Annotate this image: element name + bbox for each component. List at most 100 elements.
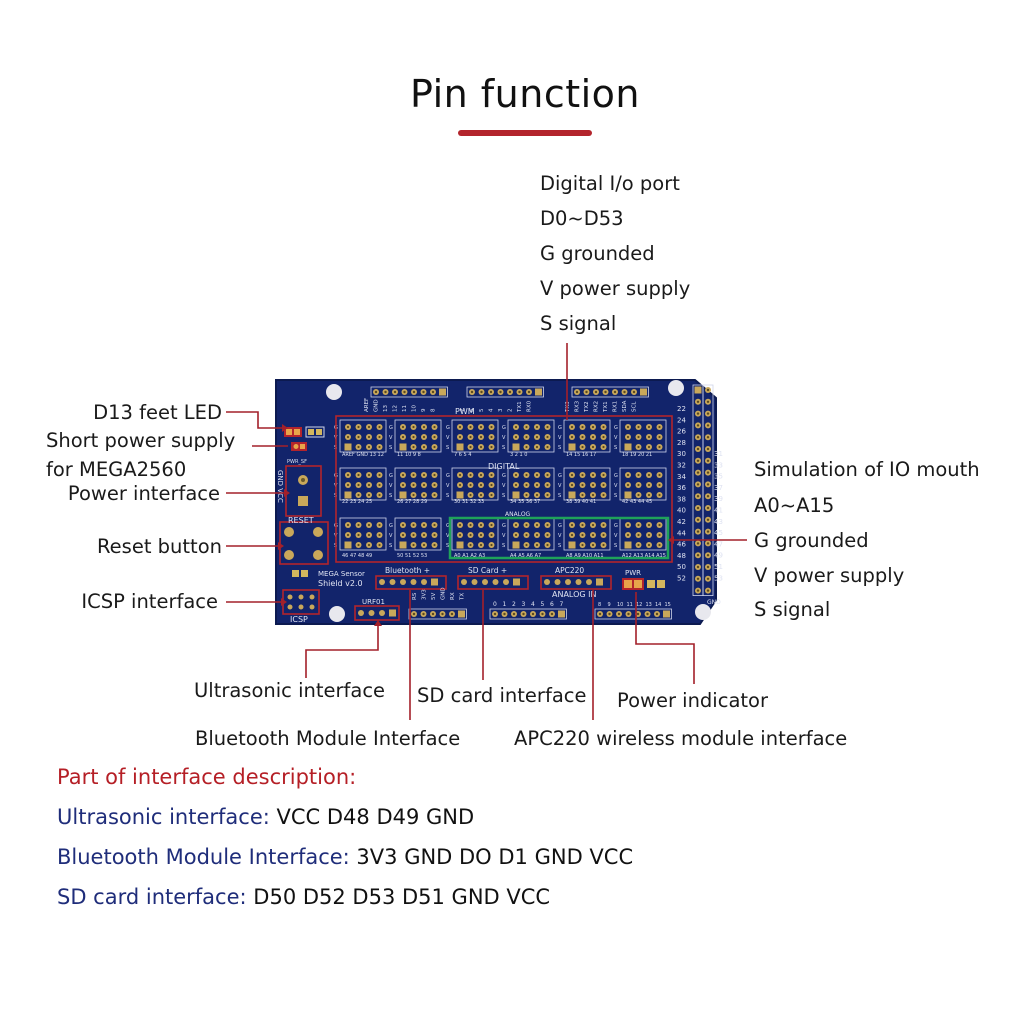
pin-hole [706,495,710,498]
pin-hole [602,425,605,429]
pin-hole [604,390,607,394]
header-outline [489,608,567,620]
pin-hole [367,543,371,547]
pin-hole [581,533,584,537]
gvs-row-label: V [446,483,450,489]
pin-hole [490,445,493,449]
pin-hole [490,483,493,487]
board-label-icsp: ICSP [290,615,308,624]
pin-pad-square [399,541,407,549]
pin-pad-square [344,541,352,549]
pin-pad [379,579,385,585]
gvs-row-label: S [614,493,617,499]
pin-number-label: 4 [531,601,535,608]
gvs-pin-blocks: GVSGVSGVSGVSGVSGVSGVSGVSGVSGVSGVSGVSGVSG… [334,419,667,551]
pin-hole [623,390,626,394]
pin-hole [696,436,700,439]
pin-number-label: 7 [560,601,564,608]
pin-number-label: 40 [677,507,686,515]
callout-short-power-2: for MEGA2560 [46,458,187,481]
gvs-row-label: V [389,533,393,539]
pin-hole [357,445,360,449]
pin-hole [658,473,661,477]
sd-card-header [457,575,529,590]
pin-hole [367,523,371,527]
header-outline [702,384,714,597]
pin-hole [637,543,640,547]
pin-hole [433,435,436,439]
pin-hole [357,483,360,487]
pin-number-label: 49 [714,552,723,560]
pin-hole [591,435,595,439]
pin-hole [378,435,381,439]
pin-pad [554,579,561,585]
pin-hole [393,390,397,394]
pin-hole [525,523,528,527]
pin-hole [626,523,630,527]
pin-hole [357,543,360,547]
pin-hole [357,435,360,439]
pin-number-label: 3V3 [422,589,428,600]
pin-hole [602,523,605,527]
pin-hole [546,533,549,537]
pin-pad-square [431,578,438,586]
pin-number-label: RX [450,592,456,600]
pin-hole [602,435,605,439]
bluetooth-header [375,575,447,590]
pin-hole [469,425,472,429]
pin-hole [479,435,483,439]
pin-number-label: 12 [393,405,399,412]
pin-hole [367,425,371,429]
callout-analog-title: Simulation of IO mouth [754,458,980,481]
pin-hole [401,523,405,527]
pin-number-label: 15 [665,602,671,608]
header-outline [594,608,672,620]
pin-number-label: 13 [383,405,389,412]
pin-hole [535,493,539,497]
pin-pad-square [568,491,576,499]
pin-hole [367,533,371,537]
gvs-row-label: G [558,523,562,529]
pin-hole [357,473,360,477]
pin-number-label: TX1 [603,401,609,413]
pin-pad-square [458,610,465,618]
mounting-hole [695,604,711,620]
pin-number-label: 8 [431,408,437,412]
pin-hole [696,471,700,474]
pin-hole [706,565,710,569]
pin-number-label: 0 [493,601,497,608]
pin-hole [431,390,435,394]
gvs-row-label: V [502,435,506,441]
pin-hole [469,493,472,497]
pin-hole [546,493,549,497]
pin-number-label: 28 [677,439,686,447]
pin-hole [546,473,549,477]
mounting-hole [668,380,684,396]
pin-number-label: RX3 [575,400,581,412]
pin-number-label: 14 15 16 17 [566,452,596,458]
arrowhead [281,598,287,606]
pin-hole [591,533,595,537]
pin-number-label: 5V [431,593,437,600]
pin-hole [706,577,710,580]
gvs-row-label: S [502,445,505,451]
pin-hole [470,390,474,394]
pin-hole [535,473,539,477]
pin-number-label: 1 [503,601,507,608]
pin-hole [696,506,700,510]
pin-number-label: 26 27 28 29 [397,499,427,505]
pin-hole [514,483,518,487]
gvs-row-label: G [502,473,506,479]
pin-pad-square [456,491,464,499]
pin-hole [525,473,528,477]
pin-hole [626,425,630,429]
pin-number-label: AREF GND 13 12 [342,452,384,458]
pin-hole [535,445,539,449]
description-line-bluetooth: Bluetooth Module Interface: 3V3 GND DO D… [57,845,633,869]
header-outline [466,386,544,398]
gvs-block-outline [507,419,555,453]
pin-hole [706,518,710,521]
callout-lines [226,343,747,720]
pin-hole [433,543,436,547]
pin-hole [647,445,651,449]
